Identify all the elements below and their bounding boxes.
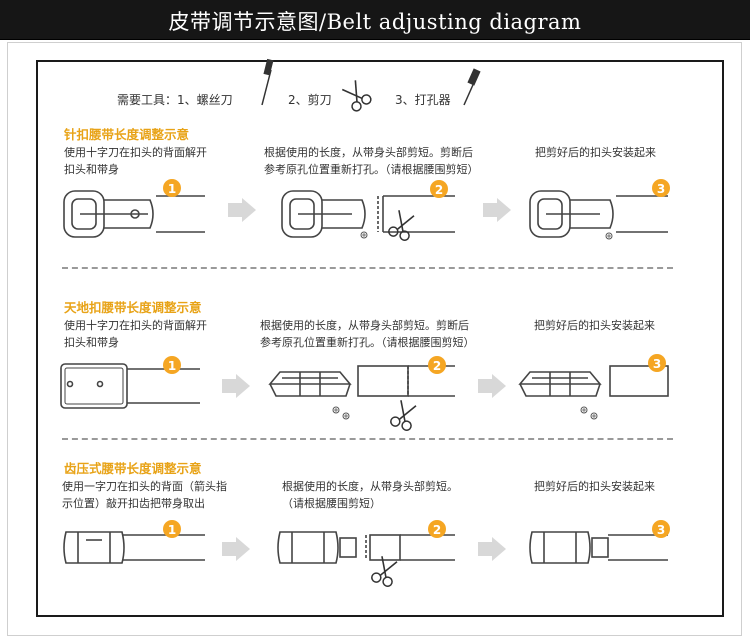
section-divider [62, 438, 673, 440]
page-title: 皮带调节示意图/Belt adjusting diagram [168, 10, 582, 34]
section-2-step-3-text: 把剪好后的扣头安装起来 [534, 317, 655, 334]
section-3-step-1-text: 使用一字刀在扣头的背面（箭头指 示位置）敲开扣齿把带身取出 [62, 478, 227, 512]
text-line: 把剪好后的扣头安装起来 [534, 480, 655, 493]
text-line: 扣头和带身 [64, 163, 119, 176]
tools-label: 需要工具：1、螺丝刀 [117, 93, 233, 107]
text-line: 使用十字刀在扣头的背面解开 [64, 319, 207, 332]
section-2-title: 天地扣腰带长度调整示意 [64, 300, 202, 315]
section-1-step-2-text: 根据使用的长度，从带身头部剪短。剪断后 参考原孔位置重新打孔。（请根据腰围剪短） [264, 144, 479, 178]
section-1-title: 针扣腰带长度调整示意 [64, 127, 190, 142]
tools-item-scissors: 2、剪刀 [288, 93, 332, 107]
section-1-step-3-text: 把剪好后的扣头安装起来 [535, 144, 656, 161]
text-line: 把剪好后的扣头安装起来 [535, 146, 656, 159]
text-line: 根据使用的长度，从带身头部剪短。剪断后 [260, 319, 469, 332]
text-line: 根据使用的长度，从带身头部剪短。 [282, 480, 458, 493]
text-line: （请根据腰围剪短） [282, 497, 381, 510]
section-3-step-3-text: 把剪好后的扣头安装起来 [534, 478, 655, 495]
section-3-title: 齿压式腰带长度调整示意 [64, 461, 202, 476]
text-line: 参考原孔位置重新打孔。（请根据腰围剪短） [260, 336, 475, 349]
text-line: 参考原孔位置重新打孔。（请根据腰围剪短） [264, 163, 479, 176]
section-divider [62, 267, 673, 269]
text-line: 使用一字刀在扣头的背面（箭头指 [62, 480, 227, 493]
diagram-frame [36, 60, 724, 617]
section-2-step-1-text: 使用十字刀在扣头的背面解开 扣头和带身 [64, 317, 207, 351]
tools-item-punch: 3、打孔器 [395, 93, 451, 107]
outer-frame [7, 42, 742, 636]
section-1-step-1-text: 使用十字刀在扣头的背面解开 扣头和带身 [64, 144, 207, 178]
section-2-step-2-text: 根据使用的长度，从带身头部剪短。剪断后 参考原孔位置重新打孔。（请根据腰围剪短） [260, 317, 475, 351]
text-line: 根据使用的长度，从带身头部剪短。剪断后 [264, 146, 473, 159]
section-3-step-2-text: 根据使用的长度，从带身头部剪短。 （请根据腰围剪短） [282, 478, 458, 512]
text-line: 把剪好后的扣头安装起来 [534, 319, 655, 332]
text-line: 使用十字刀在扣头的背面解开 [64, 146, 207, 159]
text-line: 示位置）敲开扣齿把带身取出 [62, 497, 205, 510]
title-bar: 皮带调节示意图/Belt adjusting diagram [0, 0, 750, 40]
text-line: 扣头和带身 [64, 336, 119, 349]
